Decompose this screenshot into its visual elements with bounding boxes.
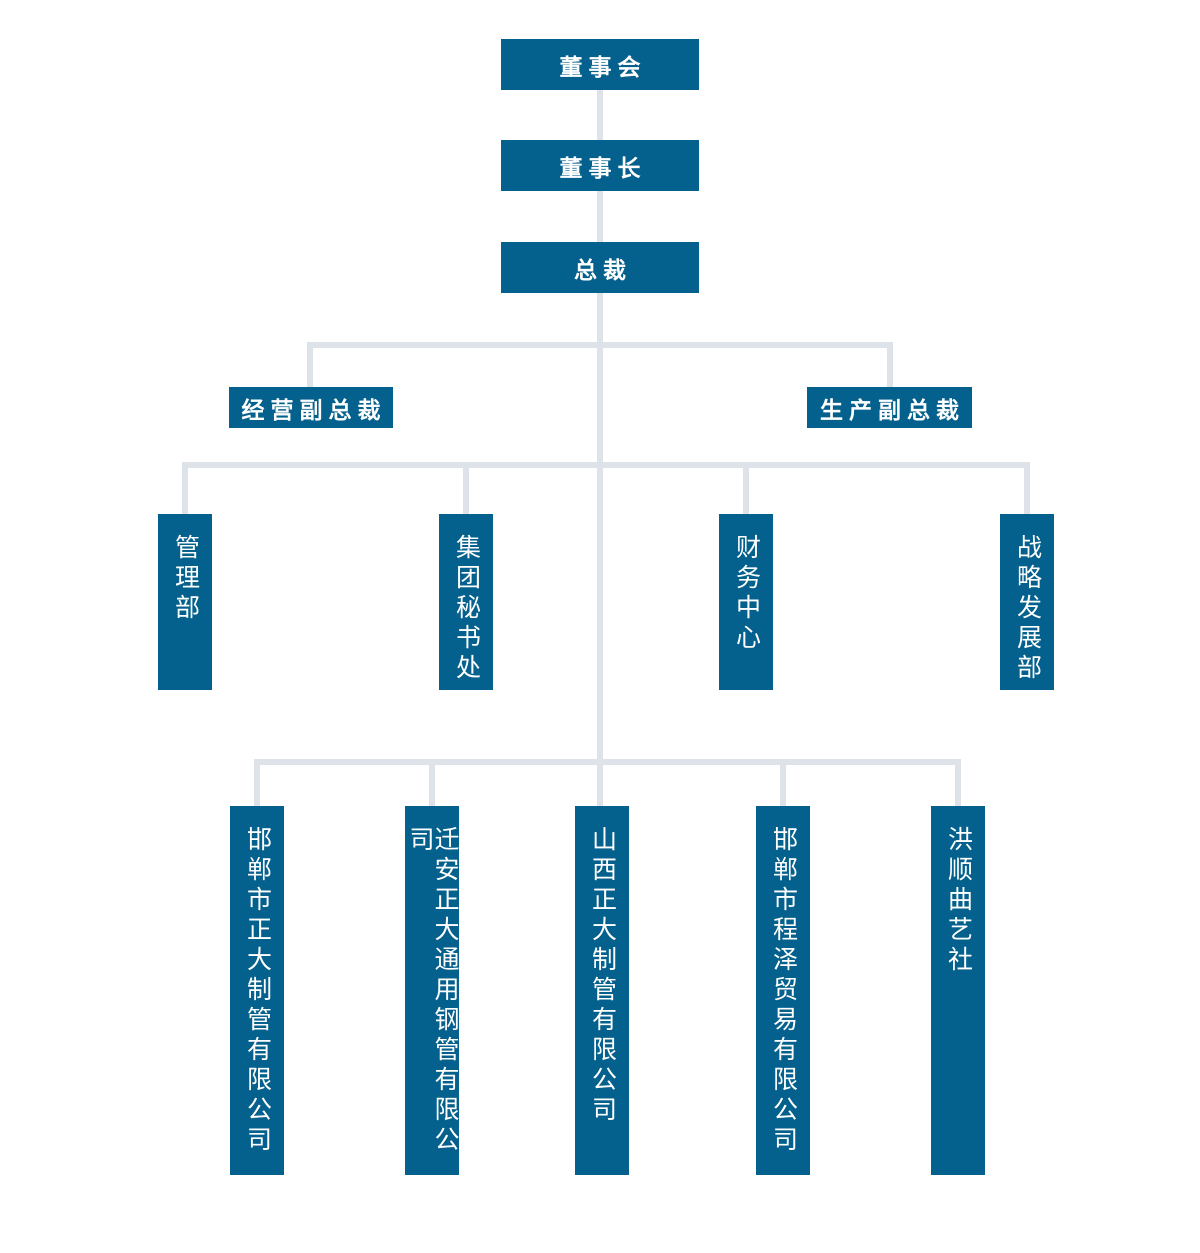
node-president: 总裁: [501, 242, 699, 293]
connector-subsidiary-2-drop: [429, 762, 435, 806]
node-subsidiary-handan-zhengda-label: 邯郸市正大制管有限公司: [243, 826, 272, 1156]
node-subsidiary-shanxi-zhengda: 山西正大制管有限公司: [575, 806, 629, 1175]
node-subsidiary-qianan-zhengda-label: 迁安正大通用钢管有限公司: [406, 826, 459, 1156]
node-dept-strategic-development-label: 战略发展部: [1013, 534, 1042, 684]
connector-subsidiary-5-drop: [955, 762, 961, 806]
connector-dept-horizontal: [182, 462, 1030, 468]
connector-chairman-president: [597, 191, 603, 242]
node-subsidiary-qianan-zhengda: 迁安正大通用钢管有限公司: [405, 806, 459, 1175]
connector-vp-left-drop: [307, 345, 313, 387]
connector-dept-4-drop: [1024, 465, 1030, 514]
connector-subsidiary-4-drop: [780, 762, 786, 806]
connector-board-chairman: [597, 90, 603, 140]
node-board-label: 董事会: [559, 54, 647, 80]
node-chairman: 董事长: [501, 140, 699, 191]
connector-dept-2-drop: [463, 465, 469, 514]
node-chairman-label: 董事长: [559, 155, 647, 181]
node-dept-group-secretariat: 集团秘书处: [439, 514, 493, 690]
node-subsidiary-handan-zhengda: 邯郸市正大制管有限公司: [230, 806, 284, 1175]
node-subsidiary-hongshun-quyi: 洪顺曲艺社: [931, 806, 985, 1175]
node-dept-strategic-development: 战略发展部: [1000, 514, 1054, 690]
node-dept-finance-center: 财务中心: [719, 514, 773, 690]
node-dept-management: 管理部: [158, 514, 212, 690]
connector-vp-horizontal: [307, 342, 893, 348]
node-board: 董事会: [501, 39, 699, 90]
connector-president-trunk: [597, 293, 603, 806]
node-subsidiary-handan-chengze: 邯郸市程泽贸易有限公司: [756, 806, 810, 1175]
connector-subsidiary-horizontal: [254, 759, 961, 765]
node-dept-group-secretariat-label: 集团秘书处: [452, 534, 481, 684]
node-vp-operations: 经营副总裁: [229, 387, 393, 428]
node-subsidiary-handan-chengze-label: 邯郸市程泽贸易有限公司: [769, 826, 798, 1156]
node-vp-operations-label: 经营副总裁: [241, 397, 387, 423]
connector-vp-right-drop: [887, 345, 893, 387]
connector-dept-1-drop: [182, 465, 188, 514]
node-dept-finance-center-label: 财务中心: [732, 534, 761, 654]
node-subsidiary-hongshun-quyi-label: 洪顺曲艺社: [944, 826, 973, 976]
node-vp-production: 生产副总裁: [807, 387, 972, 428]
connector-dept-3-drop: [743, 465, 749, 514]
node-subsidiary-shanxi-zhengda-label: 山西正大制管有限公司: [588, 826, 617, 1126]
node-president-label: 总裁: [574, 257, 632, 283]
node-vp-production-label: 生产副总裁: [820, 397, 965, 423]
node-dept-management-label: 管理部: [171, 534, 200, 624]
connector-subsidiary-1-drop: [254, 762, 260, 806]
